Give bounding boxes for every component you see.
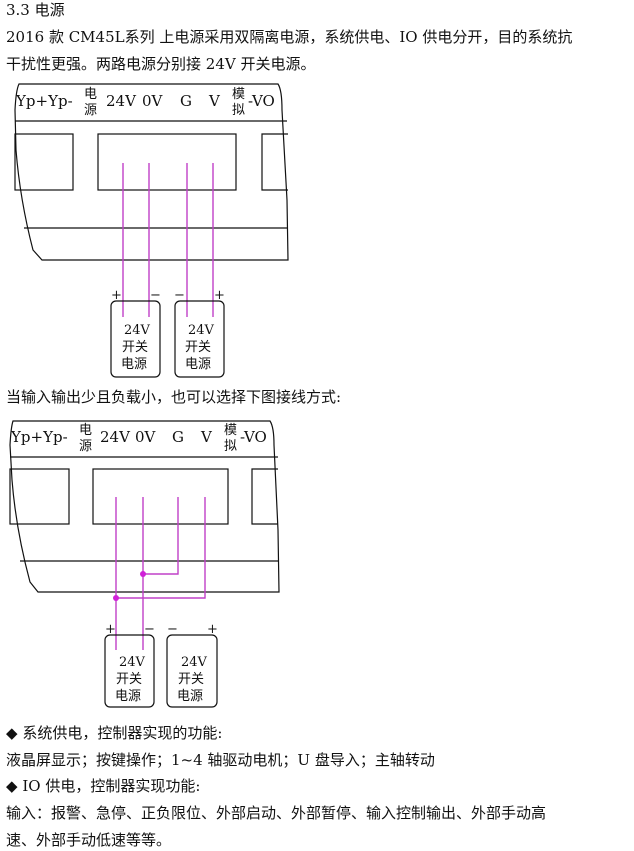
supply2-line2: 电源 [185,357,211,372]
terminal-yp: Yp+Yp- [10,428,68,446]
junction-dot [140,571,146,577]
bullet-io-power: ◆ IO 供电，控制器实现功能: [6,777,200,795]
supply1-plus: + [111,288,122,303]
terminal-v: V [200,428,213,446]
terminal-24v: 24V [106,92,137,110]
supply2-minus: − [167,622,178,637]
supply2-plus: + [207,622,218,637]
terminal-g: G [172,428,184,446]
diamond-bullet-icon: ◆ [6,777,18,795]
supply1-voltage: 24V [119,655,146,670]
terminal-0v: 0V [142,92,164,110]
section-title: 3.3 电源 [6,1,65,19]
terminal-power-1: 电 [79,423,92,438]
io-power-functions-line-2: 速、外部手动低速等等。 [6,831,172,849]
terminal-24v: 24V [100,428,131,446]
supply1-line2: 电源 [115,689,141,704]
terminal-power-2: 源 [79,439,92,454]
wire [143,497,179,575]
intro-line-2: 干扰性更强。两路电源分别接 24V 开关电源。 [6,55,316,73]
supply1-minus: − [144,622,155,637]
wiring-diagram-separate: Yp+Yp- 电 源 24V 0V G V 模 拟 -VO + − − + 24… [14,83,289,378]
supply2-line1: 开关 [178,672,204,687]
terminal-power-1: 电 [84,87,97,102]
terminal-analog-1: 模 [224,423,237,438]
terminal-analog-2: 拟 [232,103,245,118]
supply1-plus: + [105,622,116,637]
supply2-voltage: 24V [181,655,208,670]
supply2-line2: 电源 [177,689,203,704]
bullet-system-power: ◆ 系统供电，控制器实现的功能: [6,724,222,742]
supply1-line1: 开关 [122,340,148,355]
supply2-plus: + [214,288,225,303]
supply2-minus: − [174,288,185,303]
supply1-line2: 电源 [121,357,147,372]
terminal-g: G [180,92,192,110]
terminal-vo: -VO [248,92,275,110]
wire [116,497,206,599]
alt-note: 当输入输出少且负载小，也可以选择下图接线方式: [6,388,342,406]
system-power-functions: 液晶屏显示；按键操作；1~4 轴驱动电机；U 盘导入；主轴转动 [6,751,435,769]
junction-dot [113,595,119,601]
terminal-analog-1: 模 [232,87,245,102]
bullet-title: 系统供电，控制器实现的功能: [22,724,223,742]
terminal-yp: Yp+Yp- [15,92,73,110]
terminal-0v: 0V [135,428,157,446]
intro-line-1: 2016 款 CM45L系列 上电源采用双隔离电源，系统供电、IO 供电分开，目… [6,28,573,46]
terminal-v: V [208,92,221,110]
terminal-vo: -VO [240,428,267,446]
terminal-power-2: 源 [84,103,97,118]
terminal-analog-2: 拟 [224,439,237,454]
bullet-title: IO 供电，控制器实现功能: [22,777,201,795]
supply2-line1: 开关 [185,340,211,355]
diamond-bullet-icon: ◆ [6,724,18,742]
supply1-line1: 开关 [116,672,142,687]
supply1-voltage: 24V [124,323,151,338]
wiring-diagram-shared: Yp+Yp- 电 源 24V 0V G V 模 拟 -VO + − − + 24… [9,420,280,708]
io-power-functions-line-1: 输入：报警、急停、正负限位、外部启动、外部暂停、输入控制输出、外部手动高 [6,804,547,822]
supply1-minus: − [150,288,161,303]
supply2-voltage: 24V [188,323,215,338]
